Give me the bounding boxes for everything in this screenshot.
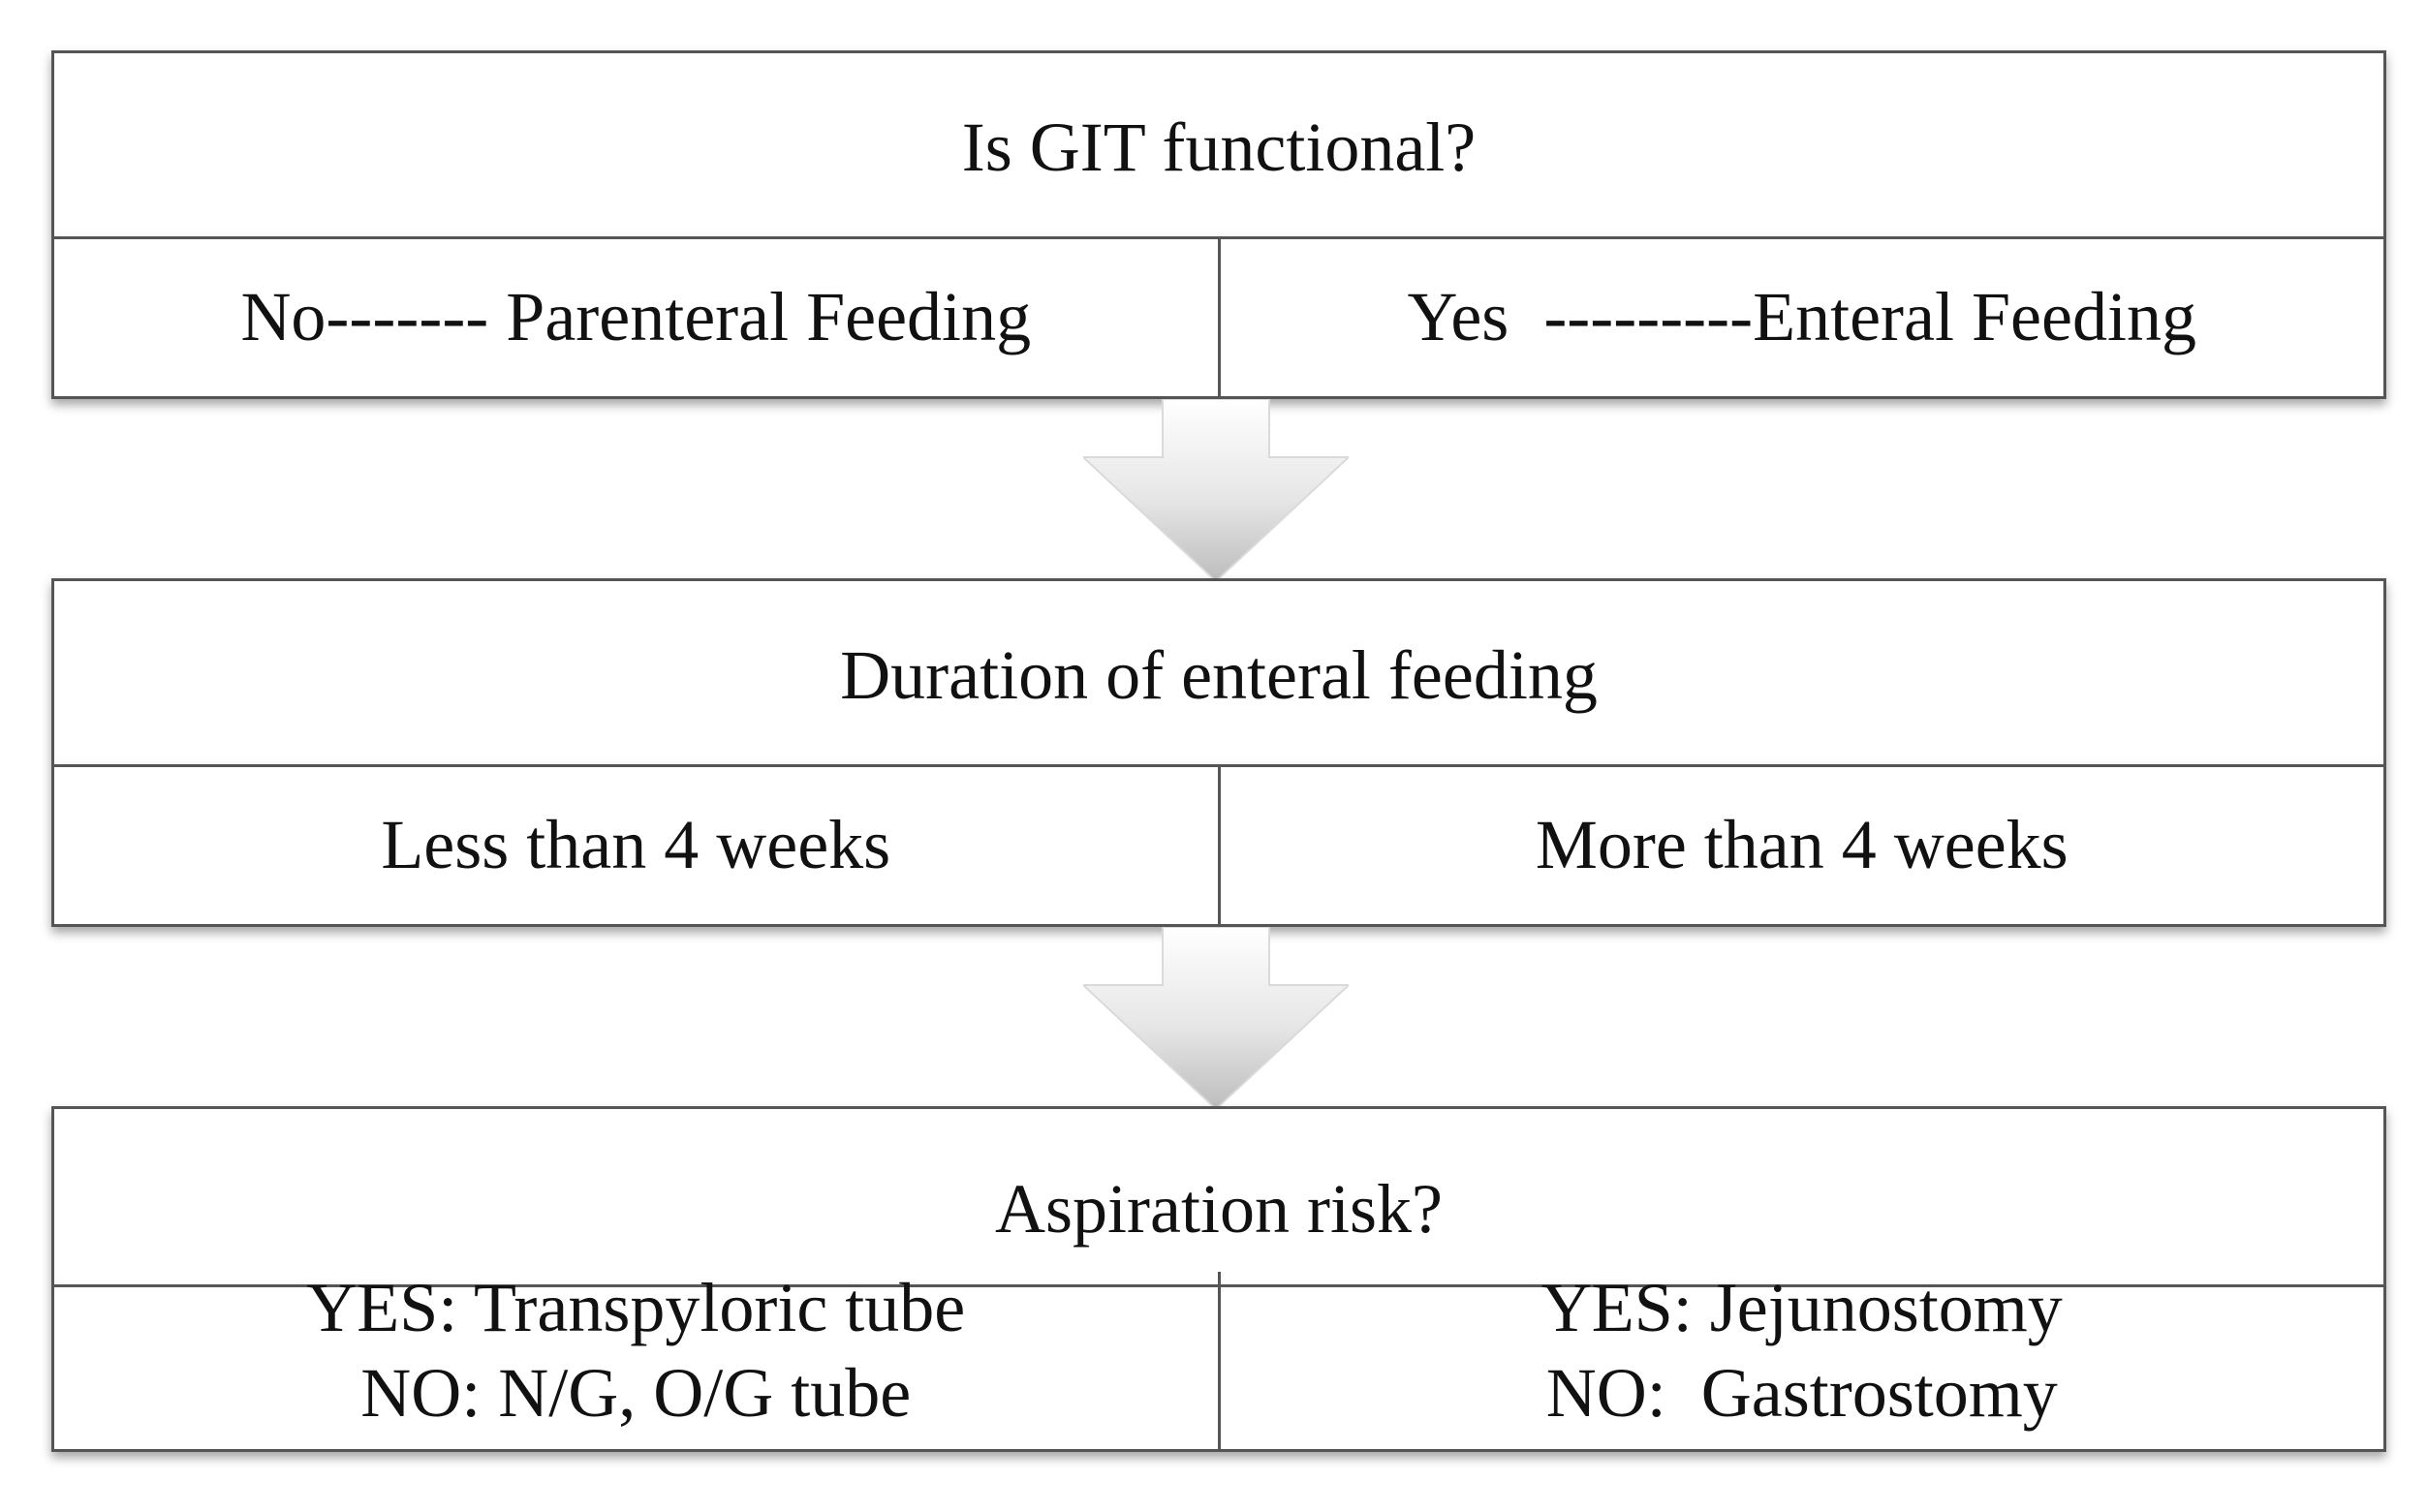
ng-og-tube-label: NO: N/G, O/G tube bbox=[360, 1353, 912, 1432]
git-functional-options: No------- Parenteral Feeding Yes -------… bbox=[51, 236, 2386, 399]
gastrostomy-label: NO: Gastrostomy bbox=[1545, 1353, 2058, 1432]
aspiration-risk-panel: Aspiration risk? YES: Transpyloric tube … bbox=[51, 1106, 2386, 1452]
aspiration-options: YES: Transpyloric tube NO: N/G, O/G tube… bbox=[51, 1271, 2386, 1452]
less-than-4-weeks-option: Less than 4 weeks bbox=[381, 806, 891, 884]
aspiration-risk-question: Aspiration risk? bbox=[54, 1109, 2383, 1289]
down-arrow-icon bbox=[1083, 399, 1349, 583]
git-functional-panel: Is GIT functional? No------- Parenteral … bbox=[51, 50, 2386, 399]
more-than-4-weeks-option: More than 4 weeks bbox=[1217, 767, 2384, 924]
short-term-tube-option: YES: Transpyloric tube NO: N/G, O/G tube bbox=[54, 1269, 1218, 1449]
long-term-tube-option: YES: Jejunostomy NO: Gastrostomy bbox=[1217, 1269, 2384, 1449]
transpyloric-tube-label: YES: Transpyloric tube bbox=[306, 1269, 966, 1346]
parenteral-feeding-option: No------- Parenteral Feeding bbox=[240, 278, 1032, 356]
enteral-feeding-option: Yes ---------Enteral Feeding bbox=[1217, 239, 2384, 396]
duration-panel: Duration of enteral feeding Less than 4 … bbox=[51, 578, 2386, 927]
duration-question: Duration of enteral feeding bbox=[54, 581, 2383, 768]
down-arrow-icon bbox=[1083, 927, 1349, 1111]
duration-options: Less than 4 weeks More than 4 weeks bbox=[51, 764, 2386, 927]
git-functional-question: Is GIT functional? bbox=[54, 53, 2383, 240]
jejunostomy-label: YES: Jejunostomy bbox=[1540, 1269, 2063, 1346]
